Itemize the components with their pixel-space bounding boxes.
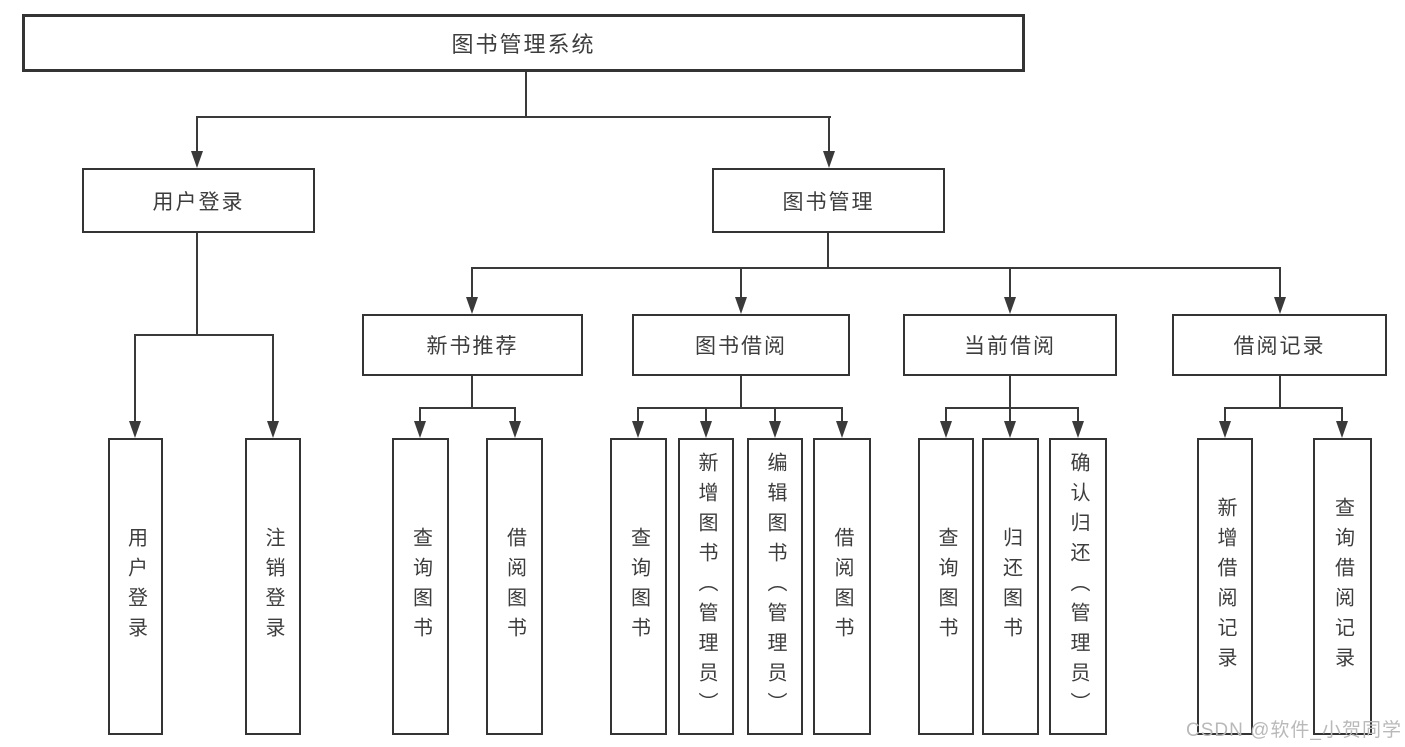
leaf-add-borrow-record-label: 新增借阅记录 (1214, 496, 1236, 677)
root-node-library-management-system: 图书管理系统 (22, 14, 1025, 72)
arrow-down-icon (735, 297, 747, 314)
node-current-borrow: 当前借阅 (903, 314, 1117, 376)
node-borrow-records: 借阅记录 (1172, 314, 1387, 376)
leaf-query-borrow-record: 查询借阅记录 (1313, 438, 1372, 735)
connector-line (419, 407, 421, 422)
arrow-down-icon (1072, 421, 1084, 438)
leaf-add-books-admin: 新增图书（管理员） (678, 438, 734, 735)
arrow-down-icon (1274, 297, 1286, 314)
connector-line (134, 334, 274, 336)
arrow-down-icon (1004, 297, 1016, 314)
leaf-logout: 注销登录 (245, 438, 301, 735)
node-current-borrow-label: 当前借阅 (964, 335, 1056, 358)
arrow-down-icon (632, 421, 644, 438)
connector-line (945, 407, 947, 422)
connector-line (1224, 407, 1343, 409)
arrow-down-icon (940, 421, 952, 438)
connector-line (1279, 376, 1281, 409)
arrow-down-icon (267, 421, 279, 438)
leaf-borrow-query-books: 查询图书 (610, 438, 667, 735)
arrow-down-icon (1336, 421, 1348, 438)
node-book-borrow-label: 图书借阅 (695, 335, 787, 358)
leaf-logout-label: 注销登录 (262, 526, 284, 647)
connector-line (525, 72, 527, 118)
arrow-down-icon (129, 421, 141, 438)
leaf-recommend-borrow-books-label: 借阅图书 (503, 526, 526, 647)
connector-line (828, 116, 830, 152)
connector-line (637, 407, 639, 422)
leaf-borrow-books: 借阅图书 (813, 438, 871, 735)
connector-line (471, 267, 473, 297)
leaf-current-query-books: 查询图书 (918, 438, 974, 735)
arrow-down-icon (466, 297, 478, 314)
connector-line (134, 334, 136, 422)
connector-line (841, 407, 843, 422)
arrow-down-icon (836, 421, 848, 438)
root-node-label: 图书管理系统 (451, 32, 596, 57)
leaf-query-borrow-record-label: 查询借阅记录 (1331, 496, 1354, 677)
connector-line (1009, 267, 1011, 297)
leaf-user-login: 用户登录 (108, 438, 163, 735)
node-borrow-records-label: 借阅记录 (1233, 335, 1326, 358)
arrow-down-icon (191, 151, 203, 168)
connector-line (272, 334, 274, 422)
connector-line (740, 267, 742, 297)
connector-line (1009, 376, 1011, 409)
node-book-management-label: 图书管理 (782, 190, 875, 214)
node-book-management: 图书管理 (712, 168, 945, 233)
connector-line (196, 116, 198, 152)
leaf-add-books-admin-label: 新增图书（管理员） (695, 451, 717, 722)
connector-line (514, 407, 516, 422)
arrow-down-icon (509, 421, 521, 438)
node-new-book-recommend-label: 新书推荐 (426, 335, 519, 358)
connector-line (1341, 407, 1343, 422)
connector-line (1077, 407, 1079, 422)
leaf-borrow-query-books-label: 查询图书 (627, 526, 650, 647)
leaf-user-login-label: 用户登录 (124, 526, 147, 647)
leaf-recommend-query-books: 查询图书 (392, 438, 449, 735)
connector-line (471, 376, 473, 409)
leaf-edit-books-admin: 编辑图书（管理员） (747, 438, 803, 735)
leaf-return-books-label: 归还图书 (999, 526, 1022, 647)
leaf-confirm-return-admin-label: 确认归还（管理员） (1067, 451, 1089, 722)
connector-line (1224, 407, 1226, 422)
leaf-recommend-query-books-label: 查询图书 (409, 526, 432, 647)
connector-line (774, 407, 776, 422)
leaf-recommend-borrow-books: 借阅图书 (486, 438, 543, 735)
leaf-borrow-books-label: 借阅图书 (831, 526, 853, 647)
arrow-down-icon (414, 421, 426, 438)
connector-line (1279, 267, 1281, 297)
arrow-down-icon (700, 421, 712, 438)
connector-line (705, 407, 707, 422)
connector-line (471, 267, 1281, 269)
leaf-current-query-books-label: 查询图书 (935, 526, 957, 647)
connector-line (827, 233, 829, 269)
leaf-return-books: 归还图书 (982, 438, 1039, 735)
csdn-watermark: CSDN @软件_小贺同学 (1186, 720, 1402, 741)
leaf-edit-books-admin-label: 编辑图书（管理员） (764, 451, 786, 722)
connector-line (419, 407, 516, 409)
arrow-down-icon (1219, 421, 1231, 438)
node-book-borrow: 图书借阅 (632, 314, 850, 376)
leaf-confirm-return-admin: 确认归还（管理员） (1049, 438, 1107, 735)
connector-line (637, 407, 843, 409)
connector-line (945, 407, 1079, 409)
arrow-down-icon (769, 421, 781, 438)
node-new-book-recommend: 新书推荐 (362, 314, 583, 376)
node-user-login: 用户登录 (82, 168, 315, 233)
connector-line (196, 116, 831, 118)
connector-line (1009, 407, 1011, 422)
connector-line (740, 376, 742, 409)
arrow-down-icon (1004, 421, 1016, 438)
arrow-down-icon (823, 151, 835, 168)
node-user-login-label: 用户登录 (152, 190, 245, 214)
connector-line (196, 233, 198, 336)
leaf-add-borrow-record: 新增借阅记录 (1197, 438, 1253, 735)
